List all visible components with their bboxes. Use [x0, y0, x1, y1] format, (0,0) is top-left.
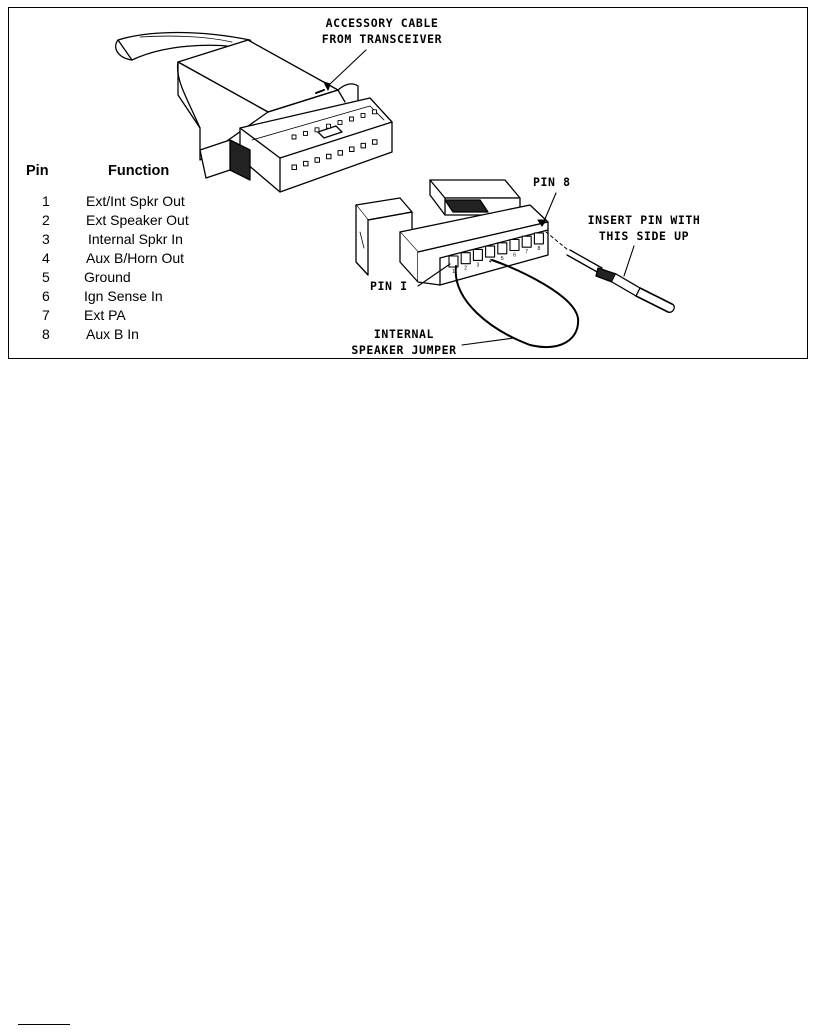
pin-function-5: Ground [84, 270, 131, 284]
receptacle-pin-number: 3 [477, 262, 480, 268]
accessory-cable-callout: ACCESSORY CABLE FROM TRANSCEIVER [312, 15, 452, 47]
insert-pin-label-line2: THIS SIDE UP [580, 228, 708, 244]
pin-number-6: 6 [42, 289, 50, 303]
plug-upper-cavity [292, 135, 296, 139]
plug-cavity [315, 158, 320, 163]
plug-upper-cavity [315, 128, 319, 132]
receptacle-cavity [510, 240, 519, 251]
receptacle-cavity [534, 233, 543, 244]
pin-number-7: 7 [42, 308, 50, 322]
plug-upper-cavity [327, 124, 331, 128]
pin1-label: PIN I [370, 278, 408, 294]
pin-number-4: 4 [42, 251, 50, 265]
receptacle-pin-number: 6 [513, 253, 516, 259]
receptacle-pin-number: 5 [501, 256, 504, 262]
footnote-rule [18, 1024, 70, 1025]
receptacle-pin-number: 1 [452, 269, 455, 275]
pin-number-5: 5 [42, 270, 50, 284]
plug-upper-cavity [373, 110, 377, 114]
plug-cavity [361, 143, 366, 148]
receptacle-cavity [461, 253, 470, 264]
pin-function-1: Ext/Int Spkr Out [86, 194, 185, 208]
speaker-jumper-label-line1: INTERNAL [344, 326, 464, 342]
pin-function-2: Ext Speaker Out [86, 213, 189, 227]
pin-number-3: 3 [42, 232, 50, 246]
pin8-label: PIN 8 [533, 174, 571, 190]
speaker-jumper-callout: INTERNAL SPEAKER JUMPER [344, 326, 464, 358]
plug-upper-cavity [361, 113, 365, 117]
plug-cavity [304, 161, 309, 166]
insertion-guide-line [546, 232, 568, 250]
crimp-pin-terminal [567, 250, 674, 312]
function-column-header: Function [108, 164, 169, 179]
pin-number-2: 2 [42, 213, 50, 227]
accessory-cable-label-line2: FROM TRANSCEIVER [312, 31, 452, 47]
pin-function-4: Aux B/Horn Out [86, 251, 184, 265]
pin-number-1: 1 [42, 194, 50, 208]
pin-function-6: Ign Sense In [84, 289, 163, 303]
receptacle-pin-number: 7 [525, 249, 528, 255]
plug-upper-cavity [338, 121, 342, 125]
pin-function-7: Ext PA [84, 308, 126, 322]
plug-cavity [292, 165, 297, 170]
insert-pin-label-line1: INSERT PIN WITH [580, 212, 708, 228]
receptacle-cavity [498, 243, 507, 254]
plug-upper-cavity [304, 131, 308, 135]
receptacle-cavity [522, 236, 531, 247]
plug-cavity [350, 147, 355, 152]
accessory-cable-label-line1: ACCESSORY CABLE [312, 15, 452, 31]
insert-pin-callout: INSERT PIN WITH THIS SIDE UP [580, 212, 708, 244]
plug-cavity [327, 154, 332, 159]
plug-upper-cavity [350, 117, 354, 121]
pin-column-header: Pin [26, 164, 49, 179]
plug-cavity [373, 140, 378, 145]
pin-number-8: 8 [42, 327, 50, 341]
receptacle-pin-number: 2 [464, 266, 467, 272]
pin-function-8: Aux B In [86, 327, 139, 341]
pin-function-3: Internal Spkr In [88, 232, 183, 246]
cable-plug-housing [178, 40, 392, 192]
speaker-jumper-label-line2: SPEAKER JUMPER [344, 342, 464, 358]
receptacle-pin-number: 8 [538, 246, 541, 252]
plug-cavity [338, 151, 343, 156]
receptacle-cavity [486, 246, 495, 257]
receptacle-cavity [473, 249, 482, 260]
